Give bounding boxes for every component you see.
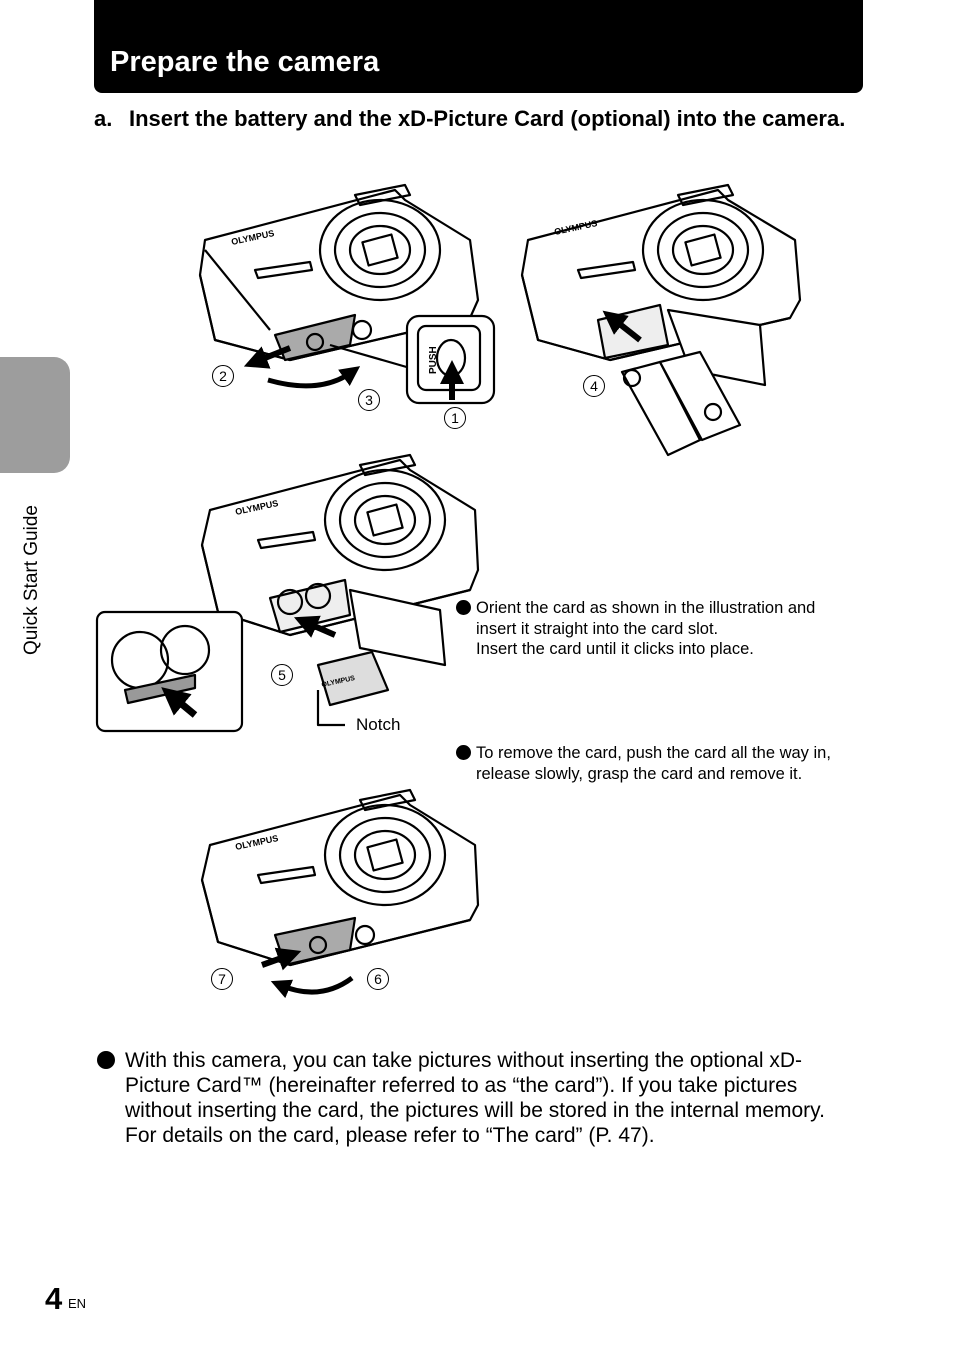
remove-card-note: To remove the card, push the card all th…	[456, 743, 856, 784]
insert-card-line-2: insert it straight into the card slot.	[476, 619, 856, 640]
remove-card-line-1: To remove the card, push the card all th…	[476, 743, 856, 764]
memory-note: With this camera, you can take pictures …	[97, 1048, 867, 1148]
insert-card-note: Orient the card as shown in the illustra…	[456, 598, 856, 660]
memory-note-line-1: With this camera, you can take pictures …	[125, 1048, 867, 1073]
memory-note-line-3: without inserting the card, the pictures…	[125, 1098, 867, 1123]
memory-note-line-2: Picture Card™ (hereinafter referred to a…	[125, 1073, 867, 1098]
bullet-icon	[456, 745, 471, 760]
page-number: 4	[45, 1283, 62, 1315]
push-label: PUSH	[428, 346, 439, 374]
camera-illustration-1	[200, 185, 494, 403]
callout-7: 7	[211, 968, 233, 990]
callout-4: 4	[583, 375, 605, 397]
insert-card-line-3: Insert the card until it clicks into pla…	[476, 639, 856, 660]
remove-card-line-2: release slowly, grasp the card and remov…	[476, 764, 856, 785]
callout-1: 1	[444, 407, 466, 429]
insert-card-line-1: Orient the card as shown in the illustra…	[476, 598, 856, 619]
camera-illustration-3	[97, 455, 478, 731]
callout-2: 2	[212, 365, 234, 387]
notch-label: Notch	[356, 715, 400, 735]
callout-5: 5	[271, 664, 293, 686]
callout-3: 3	[358, 389, 380, 411]
page-language: EN	[68, 1296, 86, 1311]
bullet-icon	[456, 600, 471, 615]
callout-6: 6	[367, 968, 389, 990]
memory-note-line-4: For details on the card, please refer to…	[125, 1123, 867, 1148]
camera-illustration-4	[202, 790, 478, 992]
bullet-icon	[97, 1051, 115, 1069]
